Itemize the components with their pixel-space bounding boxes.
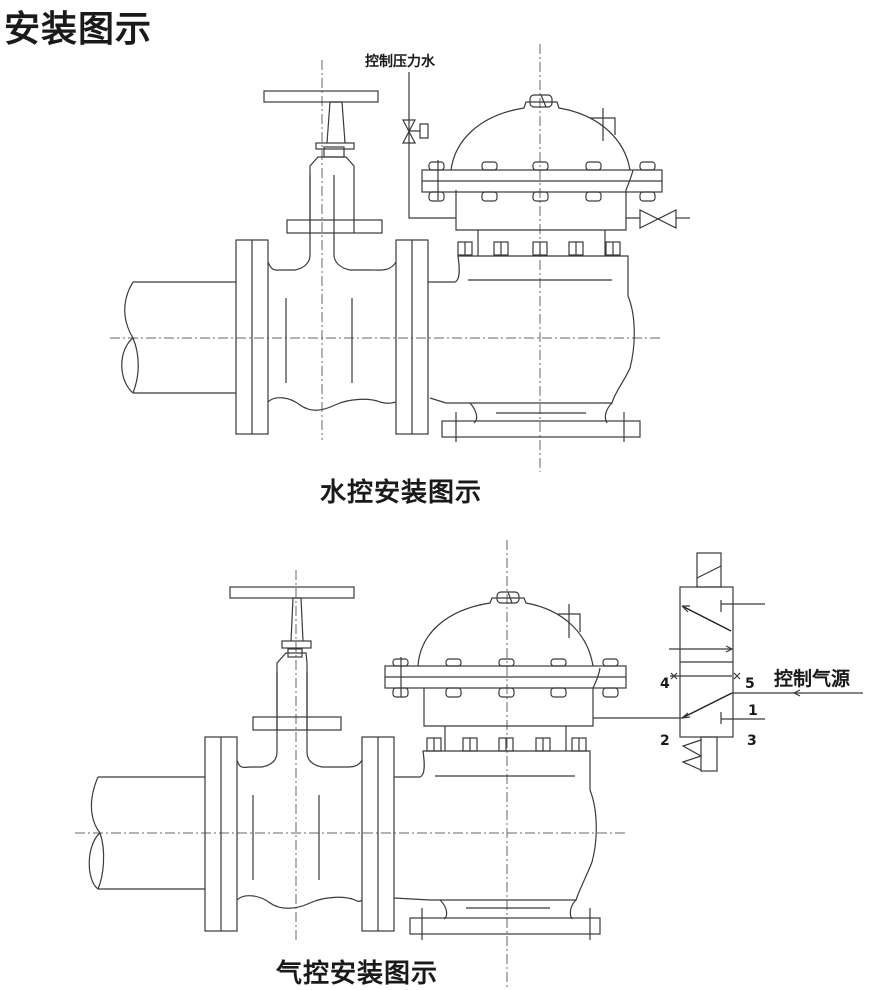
flange-bolts <box>428 161 656 202</box>
port-2-label: 2 <box>660 733 670 749</box>
lower-bolts <box>457 241 621 256</box>
air-control-caption: 气控安装图示 <box>276 959 439 989</box>
control-pressure-water-line <box>402 72 690 229</box>
control-pressure-water-label: 控制压力水 <box>365 53 436 70</box>
inlet-pipe <box>121 281 236 394</box>
water-control-caption: 水控安装图示 <box>320 478 483 508</box>
port-5-label: 5 <box>745 676 755 692</box>
lower-bolts <box>426 737 587 752</box>
page-title: 安装图示 <box>4 9 153 50</box>
solenoid-coil <box>696 552 722 588</box>
main-valve <box>421 94 663 442</box>
control-air-source-label: 控制气源 <box>774 667 850 690</box>
gate-valve <box>235 90 429 435</box>
air-control-diagram: 4 5 1 2 3 控制气源 <box>75 540 863 988</box>
needle-valve-icon <box>402 119 416 144</box>
gate-valve <box>204 586 395 932</box>
ball-valve-icon <box>626 209 677 229</box>
handwheel <box>229 586 355 599</box>
flange-bolts <box>392 658 619 698</box>
spring-icon <box>681 739 703 771</box>
handwheel <box>263 90 379 103</box>
solenoid-valve <box>669 552 863 772</box>
base-flange <box>409 917 601 935</box>
port-4-label: 4 <box>660 676 670 692</box>
port-1-label: 1 <box>748 703 758 719</box>
port-3-label: 3 <box>747 733 757 749</box>
water-control-diagram: 控制压力水 <box>110 44 690 472</box>
inlet-pipe <box>88 776 205 890</box>
base-flange <box>441 420 641 438</box>
main-valve <box>384 591 627 940</box>
